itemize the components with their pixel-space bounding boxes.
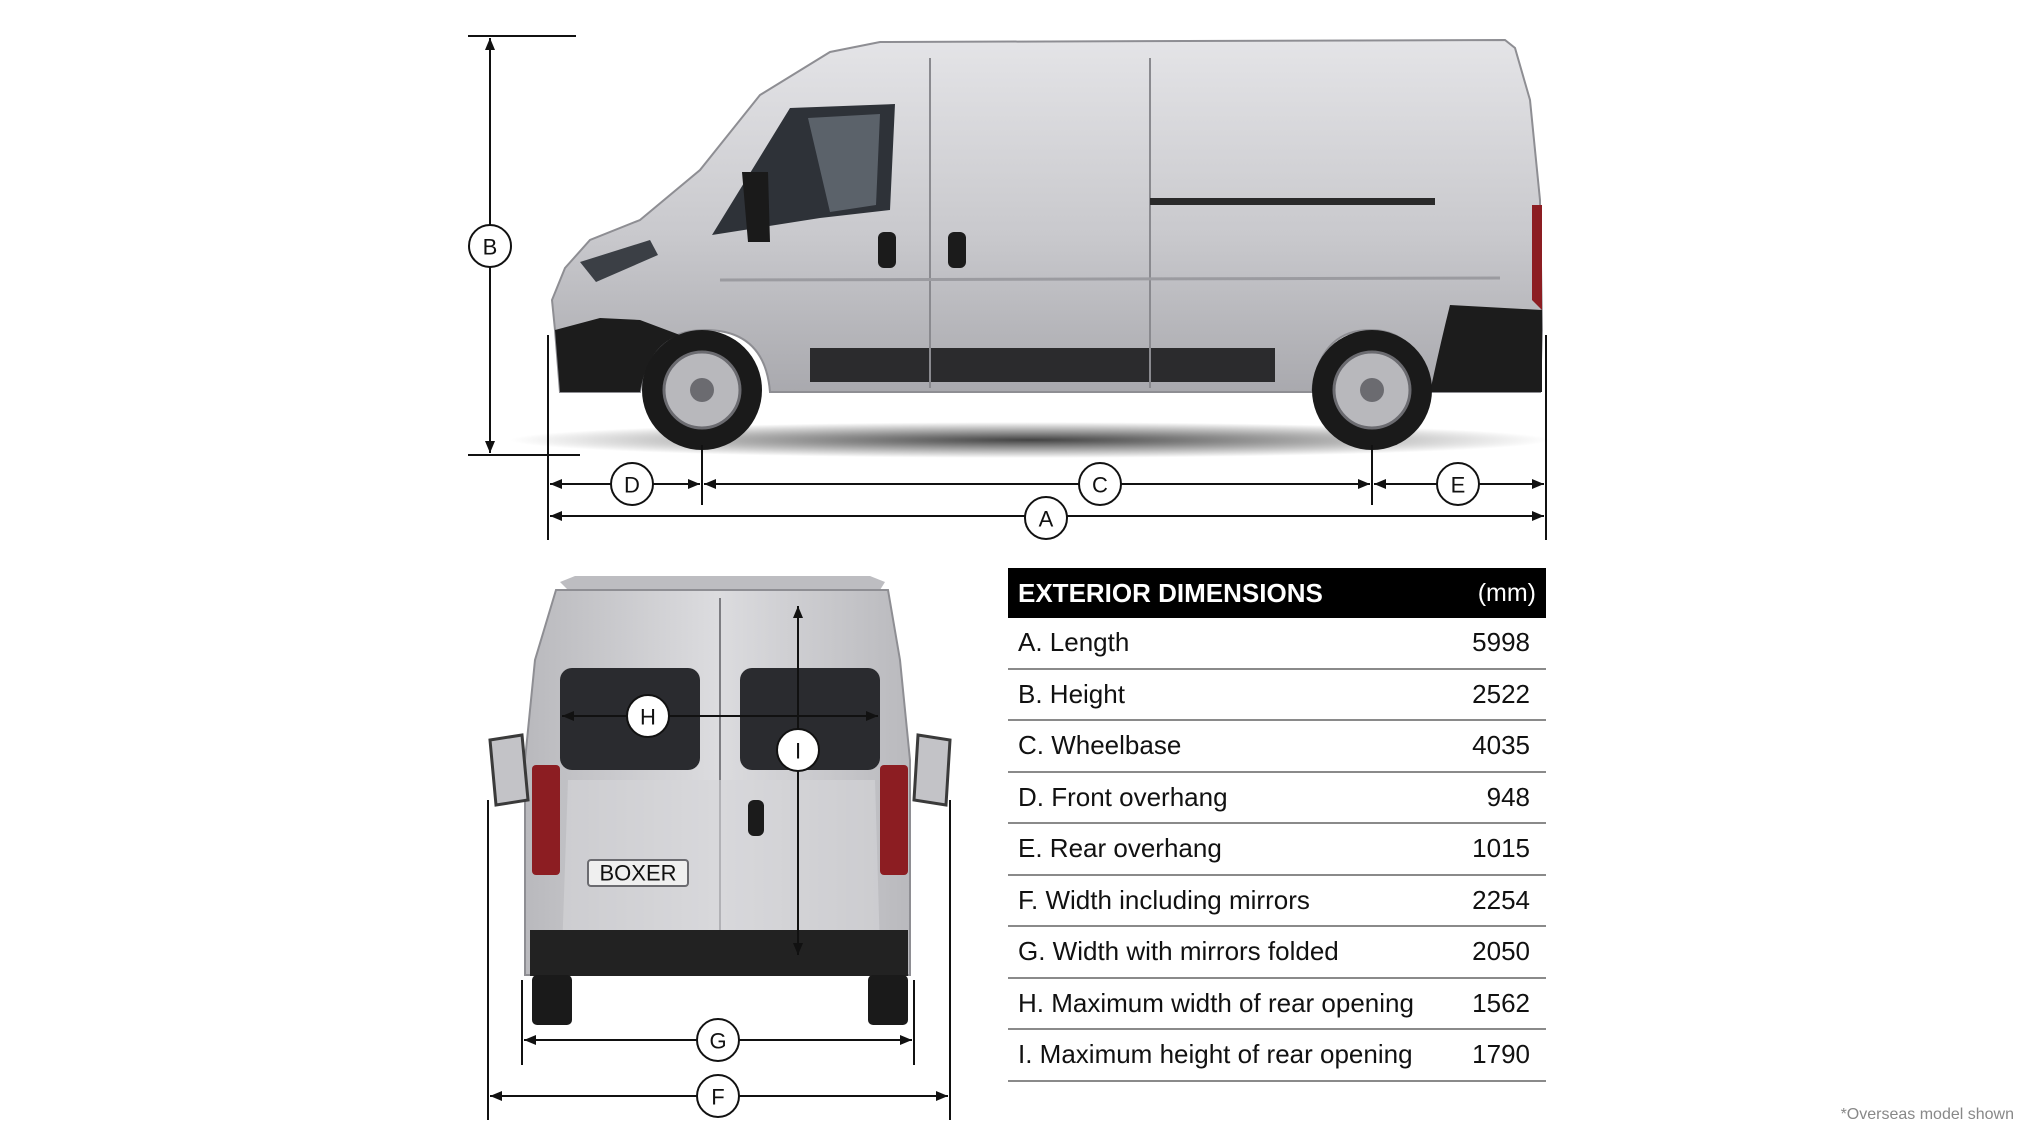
marker-d-label: D [624, 473, 640, 498]
van-rear-view: BOXER [488, 576, 952, 1025]
row-label: D. Front overhang [1008, 771, 1456, 824]
row-value: 948 [1455, 771, 1546, 824]
marker-e-label: E [1451, 473, 1466, 498]
row-label: B. Height [1008, 668, 1456, 721]
dimensions-table: EXTERIOR DIMENSIONS (mm) A. Length 5998 … [1008, 568, 1546, 1082]
row-label: G. Width with mirrors folded [1008, 926, 1456, 979]
row-value: 2254 [1455, 874, 1546, 927]
footnote: *Overseas model shown [1840, 1106, 2014, 1123]
table-row: B. Height 2522 [1008, 668, 1546, 721]
table-row: E. Rear overhang 1015 [1008, 823, 1546, 876]
marker-g: G [696, 1018, 740, 1062]
table-unit: (mm) [1455, 568, 1546, 618]
marker-b: B [468, 224, 512, 268]
row-value: 1790 [1455, 1029, 1546, 1082]
table-header-row: EXTERIOR DIMENSIONS (mm) [1008, 568, 1546, 618]
table-title: EXTERIOR DIMENSIONS [1008, 568, 1456, 618]
front-wheel [642, 330, 762, 450]
rear-roof [560, 576, 885, 590]
row-label: H. Maximum width of rear opening [1008, 977, 1456, 1030]
table-row: I. Maximum height of rear opening 1790 [1008, 1029, 1546, 1082]
marker-c: C [1078, 462, 1122, 506]
marker-e: E [1436, 462, 1480, 506]
row-value: 4035 [1455, 720, 1546, 773]
table-row: H. Maximum width of rear opening 1562 [1008, 977, 1546, 1030]
door-handle-front [878, 232, 896, 268]
row-label: E. Rear overhang [1008, 823, 1456, 876]
marker-h-label: H [640, 705, 656, 730]
rear-tyre-right [868, 975, 908, 1025]
rear-mirror-right [912, 733, 952, 807]
table-row: D. Front overhang 948 [1008, 771, 1546, 824]
row-value: 2522 [1455, 668, 1546, 721]
table-row: F. Width including mirrors 2254 [1008, 874, 1546, 927]
table-row: G. Width with mirrors folded 2050 [1008, 926, 1546, 979]
table-row: C. Wheelbase 4035 [1008, 720, 1546, 773]
rear-mirror-left [488, 733, 530, 807]
rear-tyre-left [532, 975, 572, 1025]
marker-a: A [1024, 496, 1068, 540]
body-crease [719, 276, 1501, 282]
rear-bumper [1430, 305, 1542, 392]
marker-a-label: A [1039, 507, 1054, 532]
marker-g-label: G [709, 1029, 726, 1054]
row-value: 5998 [1455, 618, 1546, 670]
row-label: F. Width including mirrors [1008, 874, 1456, 927]
front-bumper [555, 318, 680, 392]
marker-b-label: B [483, 235, 498, 260]
marker-c-label: C [1092, 473, 1108, 498]
rear-badge-text: BOXER [599, 861, 676, 886]
marker-d: D [610, 462, 654, 506]
marker-i: I [776, 728, 820, 772]
rear-step [530, 930, 908, 976]
door-handle-slide [948, 232, 966, 268]
headlight [580, 240, 658, 282]
rear-door-handle [748, 800, 764, 836]
row-label: A. Length [1008, 618, 1456, 670]
rear-badge-plate [587, 859, 689, 887]
rear-wheel [1312, 330, 1432, 450]
van-side-view [510, 38, 1550, 458]
row-label: I. Maximum height of rear opening [1008, 1029, 1456, 1082]
row-value: 2050 [1455, 926, 1546, 979]
rear-tail-light-left [532, 765, 560, 875]
ground-shadow [510, 422, 1550, 458]
side-tail-light [1532, 205, 1542, 310]
row-label: C. Wheelbase [1008, 720, 1456, 773]
side-cladding [810, 348, 1275, 382]
rear-tail-light-right [880, 765, 908, 875]
side-window-glare [808, 114, 880, 212]
sliding-door-rail [1150, 198, 1435, 205]
marker-h: H [626, 694, 670, 738]
marker-i-label: I [795, 739, 801, 764]
rear-lower-panel [562, 780, 880, 952]
marker-f-label: F [711, 1085, 724, 1110]
side-mirror [742, 172, 770, 242]
row-value: 1015 [1455, 823, 1546, 876]
table-row: A. Length 5998 [1008, 618, 1546, 670]
rear-window-right [740, 668, 880, 770]
marker-f: F [696, 1074, 740, 1118]
row-value: 1562 [1455, 977, 1546, 1030]
